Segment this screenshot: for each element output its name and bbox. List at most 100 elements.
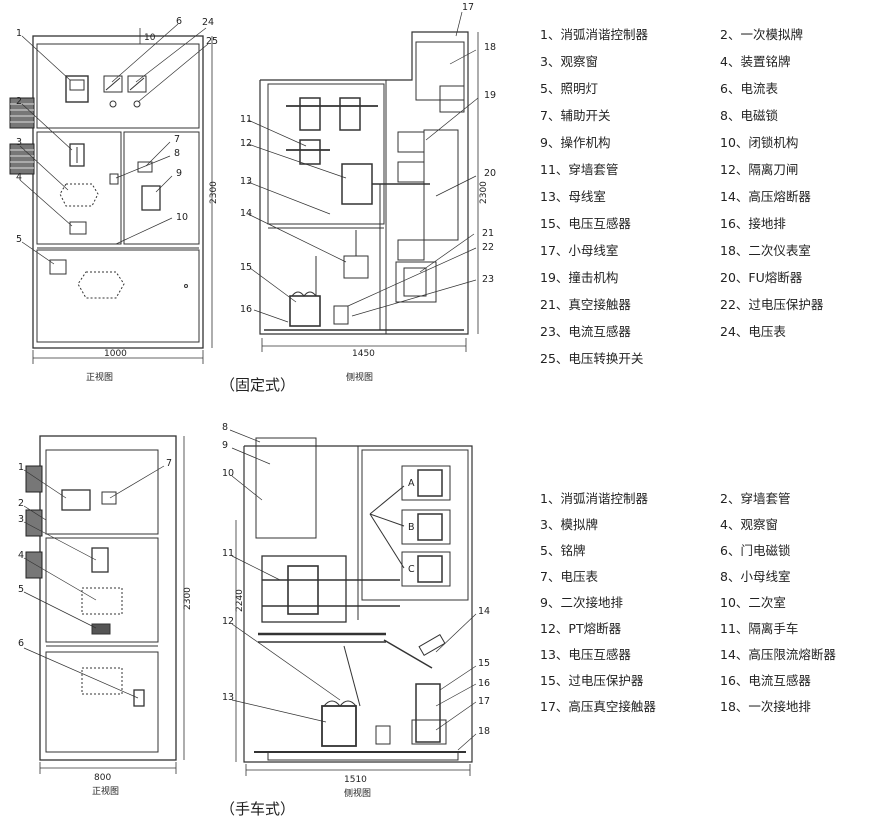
handcart-legend-item: 18、一次接地排 xyxy=(720,699,811,714)
handcart-legend-item: 6、门电磁锁 xyxy=(720,543,791,558)
handcart-front-height: 2300 xyxy=(183,587,193,610)
handcart-legend-item: 12、PT熔断器 xyxy=(540,621,622,636)
svg-text:15: 15 xyxy=(240,262,252,273)
svg-text:13: 13 xyxy=(222,692,234,703)
svg-text:4: 4 xyxy=(18,550,24,561)
fixed-legend-item: 12、隔离刀闸 xyxy=(720,162,799,177)
fixed-legend-item: 14、高压熔断器 xyxy=(720,189,811,204)
handcart-legend-item: 11、隔离手车 xyxy=(720,621,799,636)
svg-text:23: 23 xyxy=(482,274,494,285)
handcart-legend-item: 10、二次室 xyxy=(720,595,786,610)
handcart-caption: （手车式） xyxy=(220,800,296,818)
svg-text:14: 14 xyxy=(240,208,252,219)
phase-b-label: B xyxy=(408,522,415,533)
fixed-legend-item: 22、过电压保护器 xyxy=(720,297,824,312)
svg-text:2: 2 xyxy=(18,498,24,509)
handcart-legend-item: 13、电压互感器 xyxy=(540,647,631,662)
fixed-dim-10: 10 xyxy=(144,33,156,43)
svg-text:10: 10 xyxy=(176,212,188,223)
svg-text:16: 16 xyxy=(478,678,490,689)
svg-text:2: 2 xyxy=(16,96,22,107)
svg-text:3: 3 xyxy=(18,514,24,525)
svg-text:1: 1 xyxy=(16,28,22,39)
fixed-legend-item: 15、电压互感器 xyxy=(540,216,631,231)
svg-text:7: 7 xyxy=(174,134,180,145)
handcart-front-view xyxy=(23,435,185,774)
fixed-legend-item: 7、辅助开关 xyxy=(540,108,611,123)
fixed-legend-item: 5、照明灯 xyxy=(540,81,598,96)
handcart-side-label: 侧视图 xyxy=(344,787,371,799)
handcart-side-view xyxy=(229,429,477,776)
fixed-caption: （固定式） xyxy=(220,376,296,394)
handcart-legend-item: 5、铭牌 xyxy=(540,543,586,558)
handcart-legend-item: 9、二次接地排 xyxy=(540,595,623,610)
svg-text:18: 18 xyxy=(478,726,490,737)
fixed-legend-item: 19、撞击机构 xyxy=(540,270,619,285)
fixed-legend-item: 25、电压转换开关 xyxy=(540,351,644,366)
svg-text:8: 8 xyxy=(222,422,228,433)
fixed-legend-item: 3、观察窗 xyxy=(540,54,598,69)
svg-text:9: 9 xyxy=(222,440,228,451)
handcart-side-numbers: 8 9 10 11 12 13 14 15 16 17 18 xyxy=(222,422,490,737)
fixed-front-view xyxy=(9,23,213,364)
svg-text:20: 20 xyxy=(484,168,496,179)
handcart-legend-item: 8、小母线室 xyxy=(720,569,791,584)
fixed-legend-item: 8、电磁锁 xyxy=(720,108,778,123)
fixed-front-label: 正视图 xyxy=(86,371,113,383)
svg-text:3: 3 xyxy=(16,137,22,148)
svg-text:18: 18 xyxy=(484,42,496,53)
fixed-legend-item: 13、母线室 xyxy=(540,189,606,204)
svg-text:10: 10 xyxy=(222,468,234,479)
fixed-legend-item: 10、闭锁机构 xyxy=(720,135,799,150)
fixed-legend-item: 23、电流互感器 xyxy=(540,324,631,339)
svg-text:12: 12 xyxy=(222,616,234,627)
svg-text:22: 22 xyxy=(482,242,494,253)
fixed-side-width: 1450 xyxy=(352,349,375,359)
svg-text:9: 9 xyxy=(176,168,182,179)
fixed-legend-item: 6、电流表 xyxy=(720,81,778,96)
fixed-front-width: 1000 xyxy=(104,349,127,359)
fixed-legend-item: 11、穿墙套管 xyxy=(540,162,619,177)
svg-text:13: 13 xyxy=(240,176,252,187)
svg-text:11: 11 xyxy=(222,548,234,559)
svg-text:21: 21 xyxy=(482,228,494,239)
handcart-legend-item: 14、高压限流熔断器 xyxy=(720,647,836,662)
svg-text:19: 19 xyxy=(484,90,496,101)
fixed-legend-item: 4、装置铭牌 xyxy=(720,54,791,69)
svg-text:5: 5 xyxy=(18,584,24,595)
svg-text:5: 5 xyxy=(16,234,22,245)
svg-text:4: 4 xyxy=(16,172,22,183)
svg-text:16: 16 xyxy=(240,304,252,315)
handcart-legend-item: 7、电压表 xyxy=(540,569,598,584)
handcart-legend-item: 3、模拟牌 xyxy=(540,517,598,532)
svg-text:1: 1 xyxy=(18,462,24,473)
handcart-front-numbers: 1 2 3 4 5 6 7 xyxy=(18,458,172,649)
svg-text:24: 24 xyxy=(202,17,214,28)
fixed-legend-item: 18、二次仪表室 xyxy=(720,243,811,258)
fixed-legend-item: 24、电压表 xyxy=(720,324,786,339)
handcart-legend-item: 1、消弧消谐控制器 xyxy=(540,491,648,506)
svg-text:7: 7 xyxy=(166,458,172,469)
fixed-front-height: 2300 xyxy=(209,181,219,204)
svg-text:17: 17 xyxy=(478,696,490,707)
fixed-legend-item: 16、接地排 xyxy=(720,216,786,231)
svg-text:25: 25 xyxy=(206,36,218,47)
fixed-side-height: 2300 xyxy=(479,181,489,204)
handcart-legend-item: 15、过电压保护器 xyxy=(540,673,644,688)
svg-text:8: 8 xyxy=(174,148,180,159)
handcart-front-width: 800 xyxy=(94,773,111,783)
fixed-legend-item: 9、操作机构 xyxy=(540,135,611,150)
handcart-side-height: 2240 xyxy=(235,589,245,612)
phase-a-label: A xyxy=(408,478,415,489)
fixed-legend-item: 17、小母线室 xyxy=(540,243,619,258)
svg-text:12: 12 xyxy=(240,138,252,149)
phase-c-label: C xyxy=(408,564,415,575)
fixed-legend-item: 21、真空接触器 xyxy=(540,297,631,312)
handcart-front-label: 正视图 xyxy=(92,785,119,797)
svg-text:17: 17 xyxy=(462,2,474,13)
svg-text:11: 11 xyxy=(240,114,252,125)
fixed-legend-item: 2、一次模拟牌 xyxy=(720,27,803,42)
fixed-front-numbers: 1 2 3 4 5 6 24 25 7 8 9 10 xyxy=(16,16,218,245)
handcart-legend-item: 2、穿墙套管 xyxy=(720,491,791,506)
